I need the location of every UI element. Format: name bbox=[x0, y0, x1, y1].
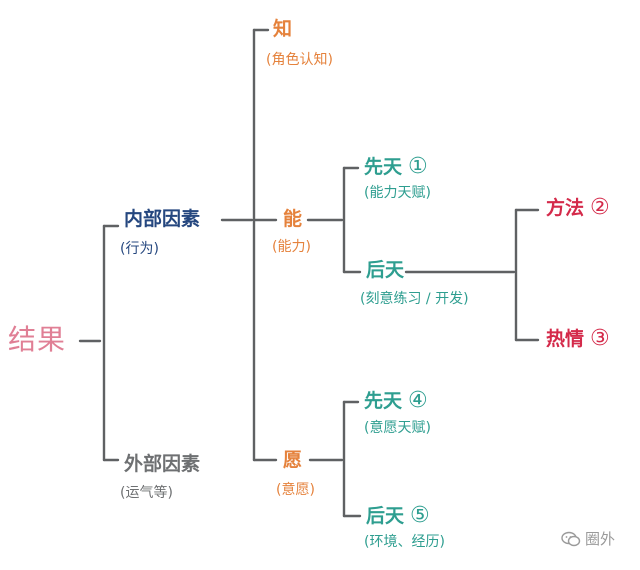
wechat-icon bbox=[561, 531, 581, 546]
passion-text: 热情 bbox=[546, 328, 585, 350]
external-factors-label: 外部因素 bbox=[124, 453, 201, 475]
ability-innate-text: 先天 bbox=[364, 156, 403, 178]
external-factors-sub: (运气等) bbox=[120, 485, 173, 501]
will-sub: (意愿) bbox=[276, 482, 315, 498]
know-sub: (角色认知) bbox=[266, 52, 333, 68]
root-label: 结果 bbox=[8, 323, 67, 356]
will-acquired-mark: ⑤ bbox=[410, 503, 430, 528]
ability-label: 能 bbox=[283, 208, 303, 230]
internal-factors-sub: (行为) bbox=[120, 241, 159, 257]
ability-innate-mark: ① bbox=[408, 154, 428, 179]
ability-sub: (能力) bbox=[272, 239, 311, 255]
will-acquired-text: 后天 bbox=[366, 505, 405, 527]
ability-acquired-sub: (刻意练习 / 开发) bbox=[360, 291, 469, 307]
watermark: 圈外 bbox=[561, 528, 615, 549]
will-innate-mark: ④ bbox=[408, 388, 428, 413]
will-innate-sub: (意愿天赋) bbox=[364, 420, 431, 436]
passion-mark: ③ bbox=[590, 326, 610, 351]
watermark-text: 圈外 bbox=[585, 530, 616, 548]
know-label: 知 bbox=[273, 18, 293, 40]
ability-acquired-label: 后天 bbox=[366, 259, 405, 281]
will-acquired-sub: (环境、经历) bbox=[364, 534, 445, 550]
internal-factors-label: 内部因素 bbox=[124, 208, 201, 230]
method-mark: ② bbox=[590, 195, 610, 220]
will-label: 愿 bbox=[283, 449, 303, 471]
method-text: 方法 bbox=[546, 197, 585, 219]
will-innate-text: 先天 bbox=[364, 390, 403, 412]
ability-innate-sub: (能力天赋) bbox=[364, 185, 431, 201]
